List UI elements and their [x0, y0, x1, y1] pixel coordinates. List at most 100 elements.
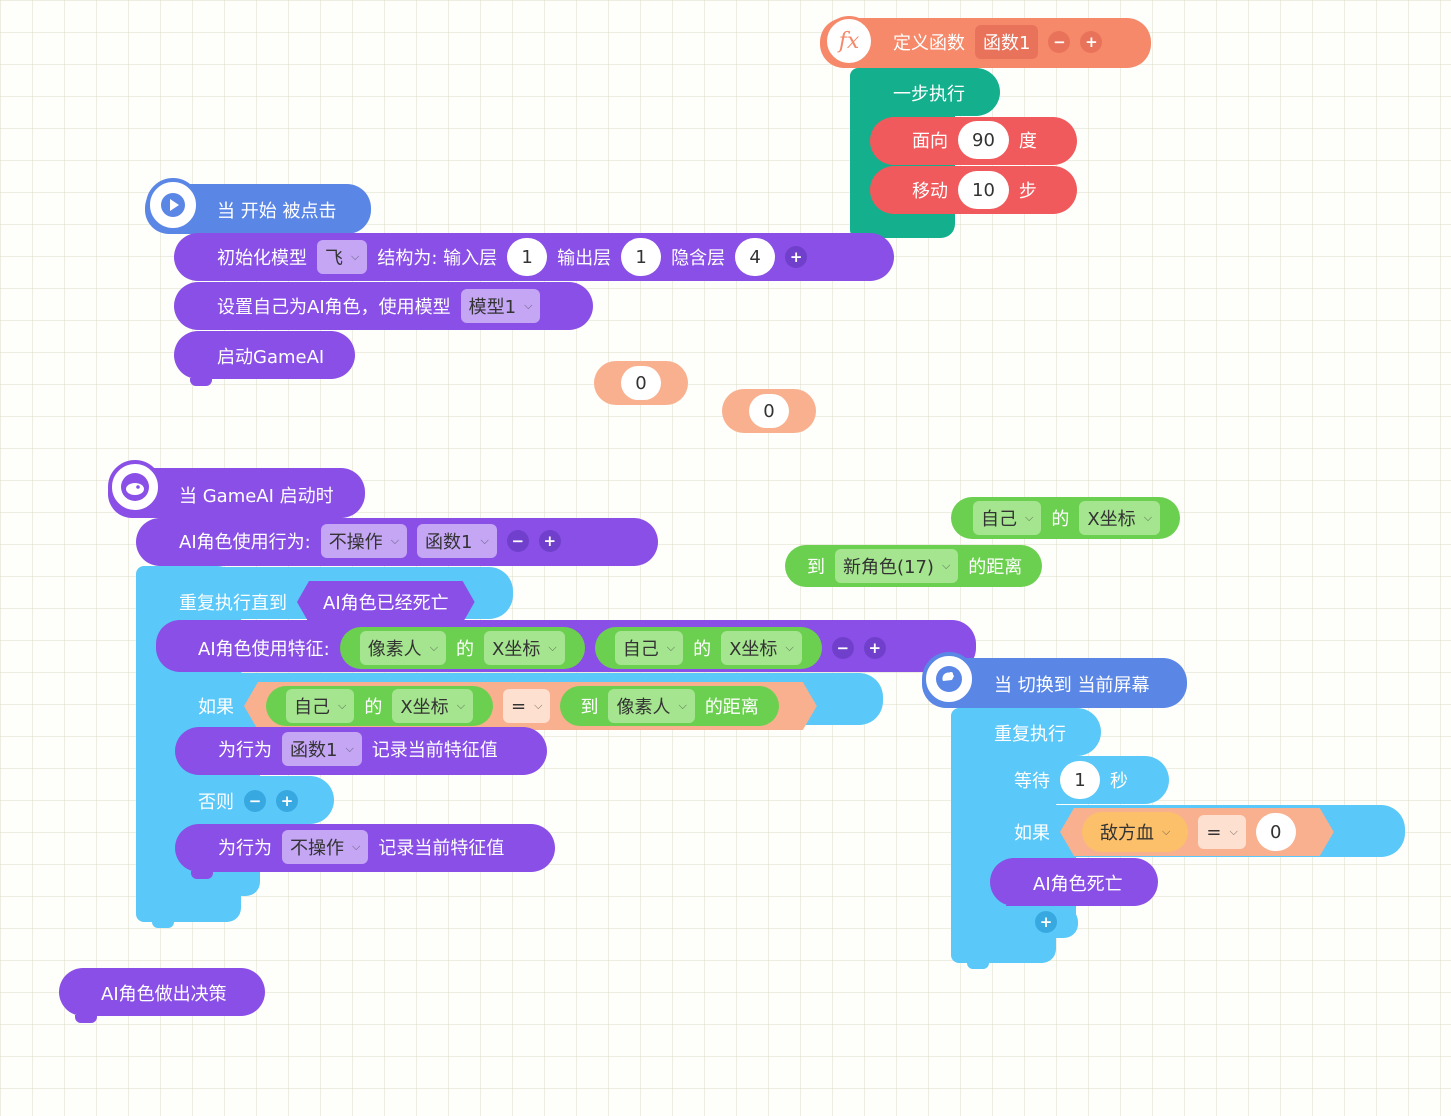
add-feature-button[interactable]: + [863, 637, 886, 659]
chevron-down-icon: ⌵ [1025, 511, 1034, 524]
output-layer-input[interactable]: 1 [621, 238, 662, 276]
output-layer-label: 输出层 [557, 248, 612, 269]
chevron-down-icon: ⌵ [1229, 825, 1238, 838]
when-gameai-starts-label: 当 GameAI 启动时 [179, 486, 334, 507]
then-behavior-dropdown[interactable]: 函数1⌵ [282, 732, 362, 766]
block-notch [191, 871, 213, 879]
if-label: 如果 [1014, 823, 1050, 844]
remove-feature-button[interactable]: − [831, 637, 854, 659]
when-switch-screen-label: 当 切换到 当前屏幕 [994, 675, 1150, 696]
gameai-fish-icon [108, 460, 162, 514]
behavior-2-dropdown[interactable]: 函数1⌵ [417, 524, 497, 558]
self-x-reporter-loose[interactable]: 自己⌵ 的 X坐标⌵ [951, 497, 1181, 539]
function-name-field[interactable]: 函数1 [975, 25, 1039, 59]
input-layer-input[interactable]: 1 [507, 238, 548, 276]
move-label: 移动 [912, 181, 948, 202]
remove-param-button[interactable]: − [1048, 31, 1071, 53]
set-ai-role-label: 设置自己为AI角色，使用模型 [217, 297, 451, 318]
start-gameai-block[interactable] [174, 331, 355, 379]
wait-unit: 秒 [1110, 771, 1128, 792]
if-label: 如果 [198, 697, 234, 718]
feature-2-reporter[interactable]: 自己 ⌵ 的 X坐标⌵ [594, 627, 822, 669]
define-function-label: 定义函数 [893, 33, 965, 54]
step-execute-header[interactable] [850, 68, 1000, 116]
model-name-value: 模型1 [468, 297, 517, 318]
block-notch [75, 1015, 97, 1023]
feature-1-reporter[interactable]: 像素人⌵ 的 X坐标⌵ [339, 627, 585, 669]
distance-reporter[interactable]: 到 像素人⌵ 的距离 [560, 686, 778, 726]
operator-value: = [1206, 821, 1222, 843]
loose-value-reporter[interactable]: 0 [722, 389, 816, 433]
to-label: 到 [807, 557, 825, 578]
if-condition[interactable]: 自己⌵ 的 X坐标⌵ =⌵ 到 像素人⌵ 的距离 [244, 682, 817, 730]
add-param-button[interactable]: + [1080, 31, 1103, 53]
compare-value-input[interactable]: 0 [1256, 813, 1296, 851]
loose-value-reporter[interactable]: 0 [594, 361, 688, 405]
loose-value-input[interactable]: 0 [749, 394, 789, 428]
add-layer-button[interactable]: + [785, 246, 808, 268]
loose-object-dropdown[interactable]: 自己⌵ [973, 501, 1042, 535]
else-behavior-dropdown[interactable]: 不操作 ⌵ [282, 830, 369, 864]
block-notch [190, 378, 212, 386]
of-label: 的 [693, 639, 712, 660]
self-x-reporter[interactable]: 自己⌵ 的 X坐标⌵ [266, 686, 493, 726]
of-label: 的 [456, 639, 475, 660]
wait-seconds-input[interactable]: 1 [1060, 761, 1100, 799]
move-unit: 步 [1018, 181, 1037, 202]
chevron-down-icon: ⌵ [941, 559, 951, 572]
feature-1-object-dropdown[interactable]: 像素人⌵ [359, 631, 447, 665]
behavior-1-dropdown[interactable]: 不操作⌵ [320, 524, 408, 558]
wait-label: 等待 [1014, 771, 1050, 792]
as-behavior-label: 为行为 [218, 838, 272, 859]
chevron-down-icon: ⌵ [524, 299, 533, 312]
ai-dies-block[interactable] [990, 858, 1158, 906]
add-behavior-button[interactable]: + [538, 530, 561, 552]
to-label: 到 [580, 697, 599, 718]
feature-2-object-value: 自己 [622, 639, 659, 660]
chevron-down-icon: ⌵ [352, 840, 361, 853]
ai-make-decision-label: AI角色做出决策 [101, 984, 227, 1005]
hidden-layer-input[interactable]: 4 [735, 238, 776, 276]
distance-target-dropdown[interactable]: 像素人⌵ [608, 689, 694, 723]
if-add-branch-row[interactable] [971, 906, 1078, 938]
model-type-dropdown[interactable]: 飞⌵ [317, 240, 368, 274]
ai-dead-condition[interactable]: AI角色已经死亡 [297, 581, 475, 623]
model-name-dropdown[interactable]: 模型1 ⌵ [460, 289, 541, 323]
function-fx-icon: fx [824, 16, 874, 66]
enemy-hp-variable[interactable]: 敌方血⌵ [1082, 812, 1188, 852]
then-behavior-value: 函数1 [290, 740, 338, 761]
ai-make-decision-block[interactable] [59, 968, 265, 1016]
record-label: 记录当前特征值 [371, 740, 498, 761]
chevron-down-icon: ⌵ [678, 699, 687, 712]
loose-prop-dropdown[interactable]: X坐标⌵ [1079, 501, 1161, 535]
chevron-down-icon: ⌵ [351, 250, 360, 263]
structure-label: 结构为: 输入层 [377, 248, 498, 269]
remove-behavior-button[interactable]: − [506, 530, 529, 552]
else-behavior-value: 不操作 [290, 838, 344, 859]
operator-dropdown[interactable]: =⌵ [503, 689, 550, 723]
cond-object-value: 自己 [294, 697, 330, 718]
if-condition-screen[interactable]: 敌方血⌵ =⌵ 0 [1060, 808, 1334, 856]
move-steps-input[interactable]: 10 [958, 171, 1009, 209]
loose-value-input[interactable]: 0 [621, 366, 661, 400]
cond-prop-dropdown[interactable]: X坐标⌵ [392, 689, 473, 723]
loose-target-dropdown[interactable]: 新角色(17)⌵ [835, 549, 959, 583]
behavior-2-value: 函数1 [425, 532, 473, 553]
chevron-down-icon: ⌵ [666, 641, 676, 654]
when-start-clicked-label: 当 开始 被点击 [217, 201, 337, 222]
feature-2-object-dropdown[interactable]: 自己 ⌵ [614, 631, 684, 665]
feature-2-prop-dropdown[interactable]: X坐标⌵ [721, 631, 802, 665]
ai-dies-label: AI角色死亡 [1033, 874, 1123, 895]
feature-1-prop-dropdown[interactable]: X坐标⌵ [484, 631, 565, 665]
model-type-value: 飞 [325, 248, 343, 269]
chevron-down-icon: ⌵ [429, 641, 439, 654]
add-else-button[interactable]: + [276, 790, 298, 812]
add-branch-button[interactable]: + [1035, 911, 1057, 933]
forever-header[interactable] [951, 708, 1101, 756]
face-degree-input[interactable]: 90 [958, 121, 1009, 159]
operator-dropdown[interactable]: =⌵ [1198, 815, 1245, 849]
chevron-down-icon: ⌵ [1143, 511, 1153, 524]
distance-reporter-loose[interactable]: 到 新角色(17)⌵ 的距离 [785, 545, 1043, 587]
cond-object-dropdown[interactable]: 自己⌵ [286, 689, 354, 723]
remove-else-button[interactable]: − [244, 790, 266, 812]
